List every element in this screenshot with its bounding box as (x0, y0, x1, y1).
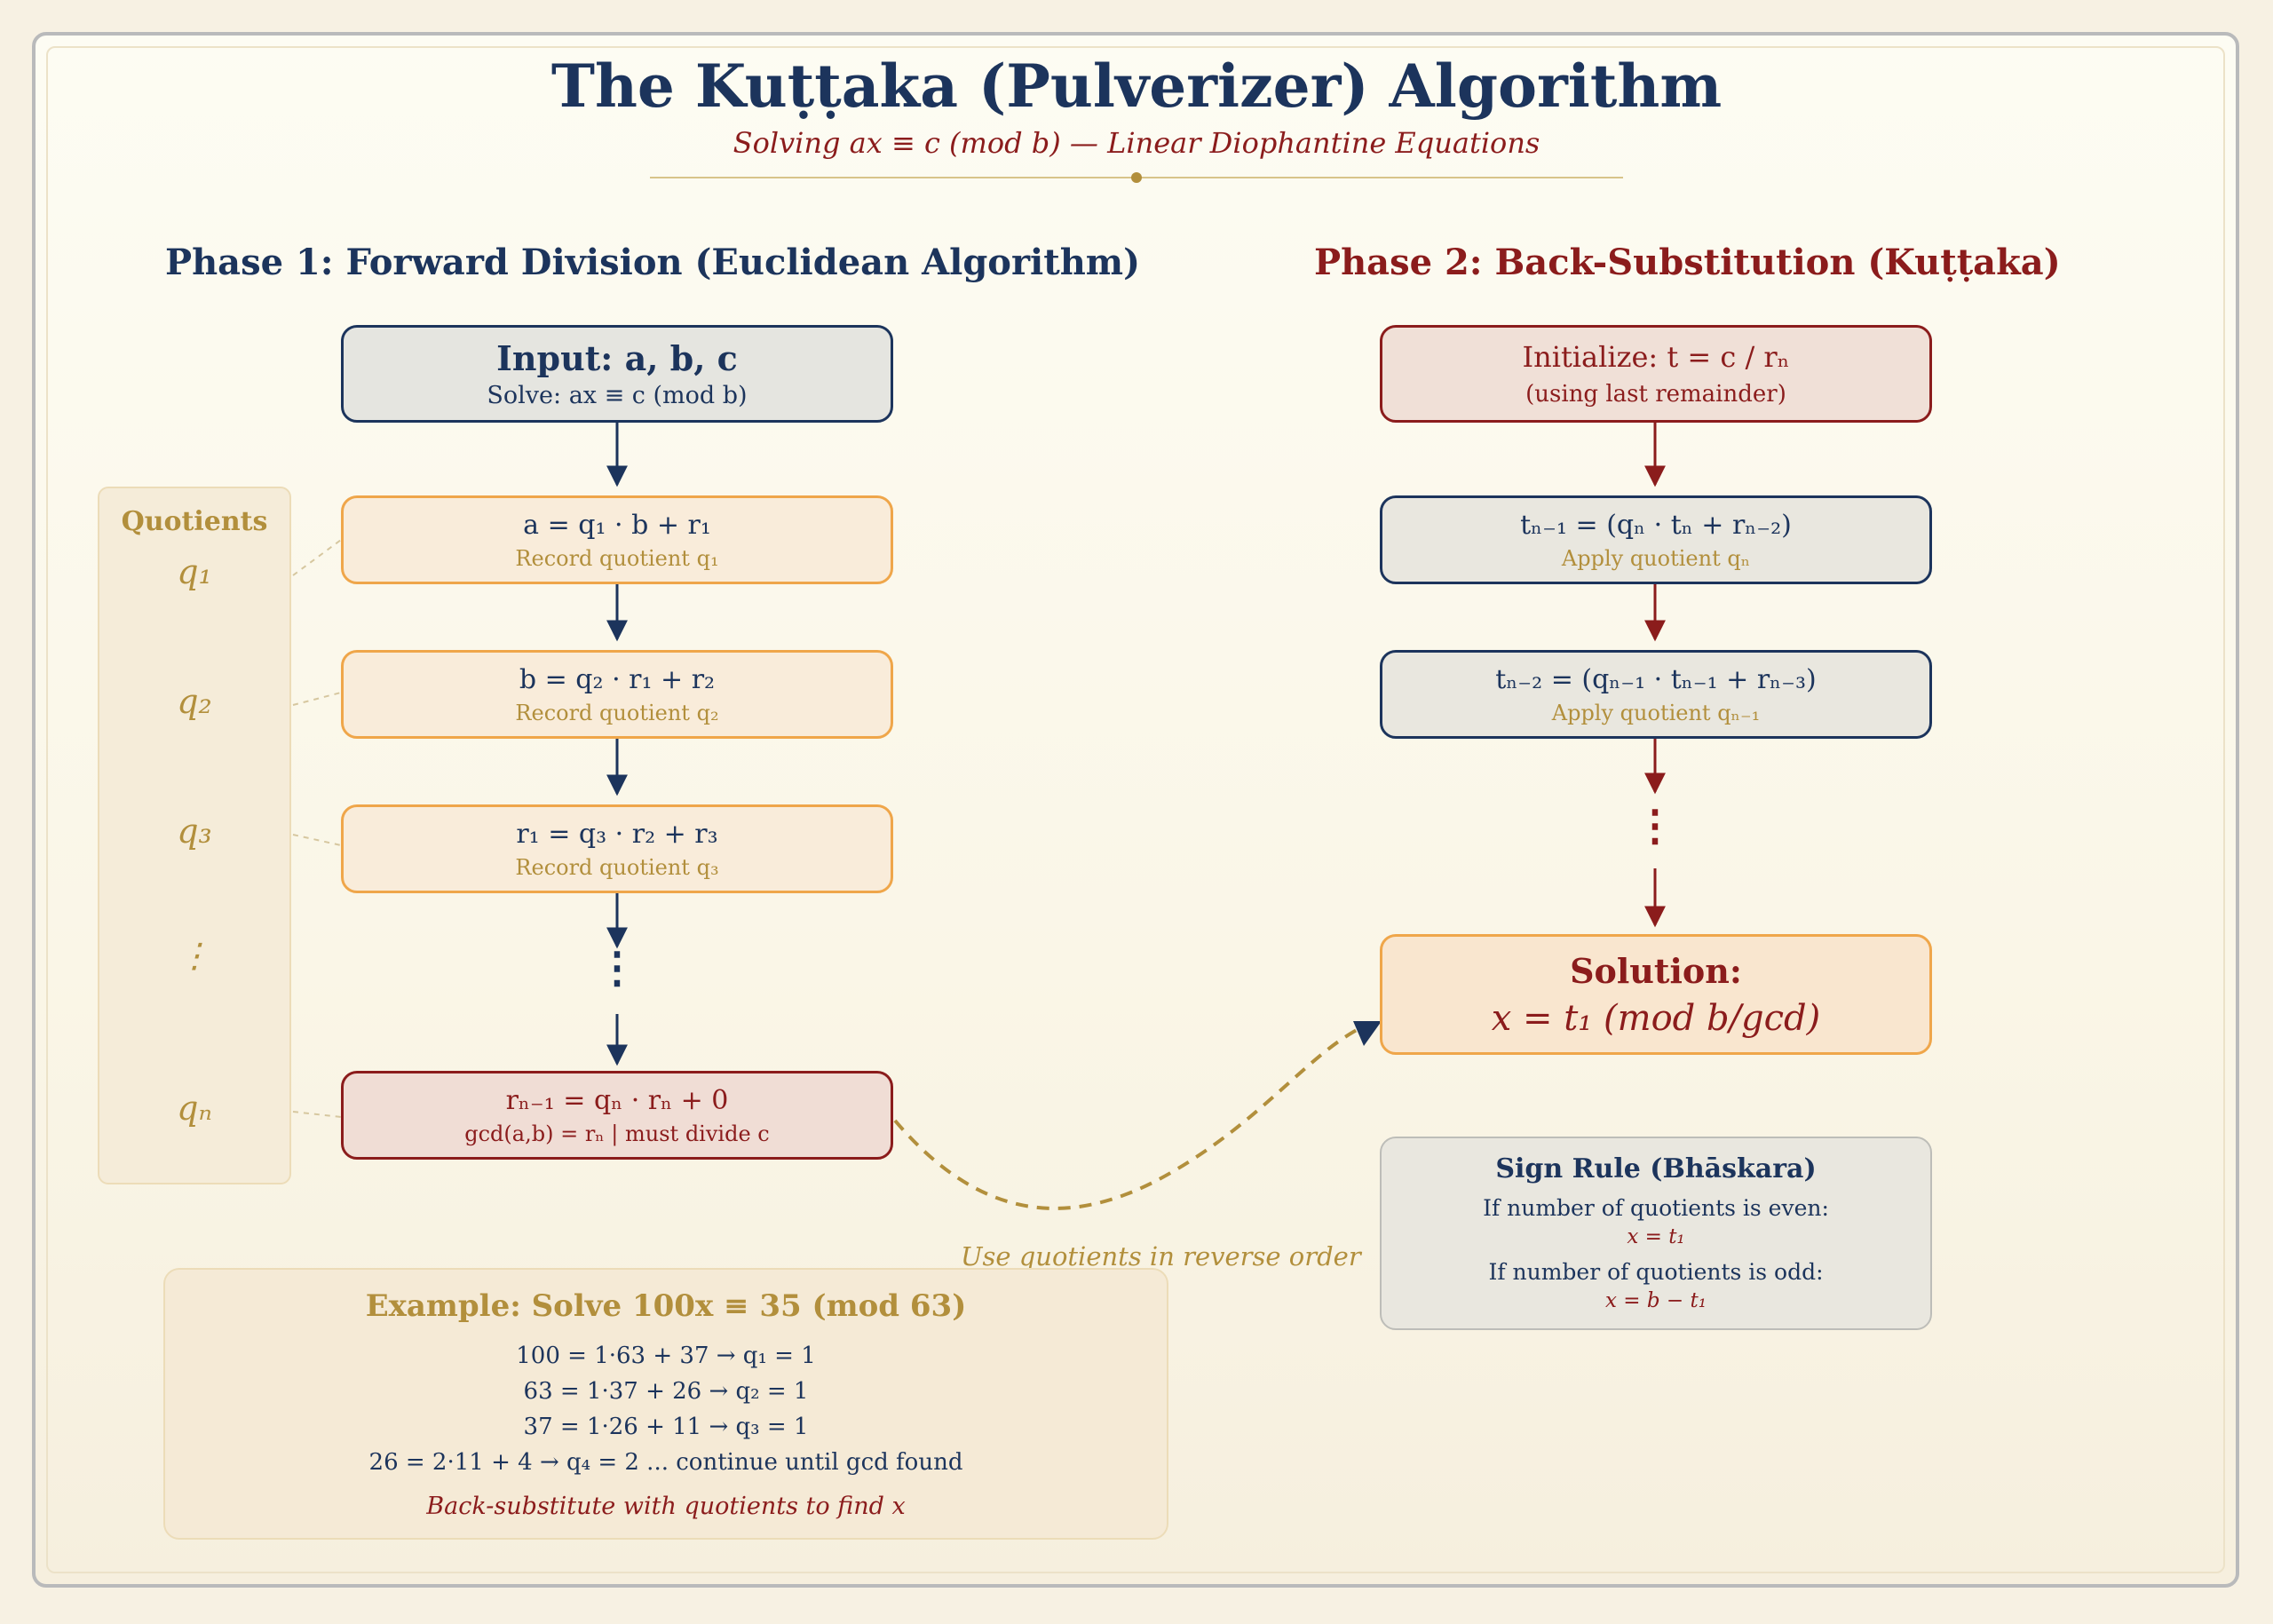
leader-q1 (292, 539, 342, 576)
example-line-1: 100 = 1·63 + 37 → q₁ = 1 (516, 1342, 816, 1369)
forward-step-2: b = q₂ · r₁ + r₂ Record quotient q₂ (341, 650, 893, 739)
back-ellipsis: ⋮ (1634, 801, 1676, 851)
sign-rule-odd-label: If number of quotients is odd: (1488, 1258, 1824, 1285)
back-step-2-note: Apply quotient qₙ₋₁ (1551, 700, 1761, 725)
back-step-2-equation: tₙ₋₂ = (qₙ₋₁ · tₙ₋₁ + rₙ₋₃) (1495, 663, 1817, 695)
page-subtitle: Solving ax ≡ c (mod b) — Linear Diophant… (733, 126, 1540, 160)
back-step-1-equation: tₙ₋₁ = (qₙ · tₙ + rₙ₋₂) (1520, 509, 1792, 541)
forward-ellipsis: ⋮ (596, 943, 638, 993)
reverse-order-arrowhead (1353, 1021, 1382, 1046)
leader-q2 (292, 692, 342, 706)
forward-final-equation: rₙ₋₁ = qₙ · rₙ + 0 (505, 1084, 729, 1116)
sign-rule-even-value: x = t₁ (1627, 1224, 1685, 1248)
example-line-3: 37 = 1·26 + 11 → q₃ = 1 (523, 1413, 809, 1440)
quotient-q2: q₂ (177, 682, 212, 721)
example-box: Example: Solve 100x ≡ 35 (mod 63) 100 = … (163, 1268, 1168, 1540)
forward-step-2-equation: b = q₂ · r₁ + r₂ (519, 663, 716, 695)
forward-step-3-equation: r₁ = q₃ · r₂ + r₃ (516, 818, 718, 850)
forward-final-step: rₙ₋₁ = qₙ · rₙ + 0 gcd(a,b) = rₙ | must … (341, 1071, 893, 1160)
forward-final-note: gcd(a,b) = rₙ | must divide c (464, 1121, 770, 1146)
reverse-order-connector (893, 1028, 1358, 1210)
input-subtitle: Solve: ax ≡ c (mod b) (487, 382, 748, 409)
forward-step-1-equation: a = q₁ · b + r₁ (523, 509, 711, 541)
back-step-1-note: Apply quotient qₙ (1561, 545, 1751, 571)
example-footer: Back-substitute with quotients to find x (426, 1492, 906, 1520)
phase1-heading: Phase 1: Forward Division (Euclidean Alg… (165, 242, 1141, 283)
quotients-heading: Quotients (121, 506, 268, 537)
sign-rule-box: Sign Rule (Bhāskara) If number of quotie… (1380, 1137, 1932, 1330)
forward-step-3-note: Record quotient q₃ (515, 854, 719, 880)
inner-frame (46, 46, 2225, 1573)
phase2-heading: Phase 2: Back-Substitution (Kuṭṭaka) (1314, 242, 2061, 283)
forward-step-3: r₁ = q₃ · r₂ + r₃ Record quotient q₃ (341, 804, 893, 893)
title-divider-dot (1131, 172, 1142, 183)
sign-rule-odd-value: x = b − t₁ (1605, 1288, 1707, 1312)
forward-step-2-note: Record quotient q₂ (515, 700, 719, 725)
back-step-1: tₙ₋₁ = (qₙ · tₙ + rₙ₋₂) Apply quotient q… (1380, 495, 1932, 584)
sign-rule-title: Sign Rule (Bhāskara) (1495, 1153, 1817, 1184)
sign-rule-even-label: If number of quotients is even: (1483, 1194, 1829, 1221)
connector-label: Use quotients in reverse order (961, 1241, 1361, 1271)
quotient-q1: q₁ (177, 552, 212, 591)
solution-title: Solution: (1570, 950, 1742, 991)
solution-formula: x = t₁ (mod b/gcd) (1491, 997, 1821, 1039)
leader-q3 (292, 834, 342, 846)
quotients-panel: Quotients (98, 487, 291, 1184)
example-line-4: 26 = 2·11 + 4 → q₄ = 2 ... continue unti… (368, 1448, 963, 1476)
solution-box: Solution: x = t₁ (mod b/gcd) (1380, 934, 1932, 1055)
input-title: Input: a, b, c (496, 338, 738, 378)
quotient-q3: q₃ (177, 812, 212, 851)
leader-qn (292, 1111, 342, 1118)
quotient-qn: qₙ (177, 1089, 212, 1128)
forward-step-1: a = q₁ · b + r₁ Record quotient q₁ (341, 495, 893, 584)
back-step-2: tₙ₋₂ = (qₙ₋₁ · tₙ₋₁ + rₙ₋₃) Apply quotie… (1380, 650, 1932, 739)
quotient-ellipsis: ⋮ (178, 936, 211, 975)
initialize-subtitle: (using last remainder) (1525, 381, 1786, 408)
example-title: Example: Solve 100x ≡ 35 (mod 63) (365, 1287, 967, 1324)
input-box: Input: a, b, c Solve: ax ≡ c (mod b) (341, 325, 893, 423)
initialize-box: Initialize: t = c / rₙ (using last remai… (1380, 325, 1932, 423)
forward-step-1-note: Record quotient q₁ (515, 545, 719, 571)
example-line-2: 63 = 1·37 + 26 → q₂ = 1 (523, 1377, 809, 1405)
initialize-title: Initialize: t = c / rₙ (1522, 340, 1790, 374)
page-title: The Kuṭṭaka (Pulverizer) Algorithm (550, 51, 1723, 121)
